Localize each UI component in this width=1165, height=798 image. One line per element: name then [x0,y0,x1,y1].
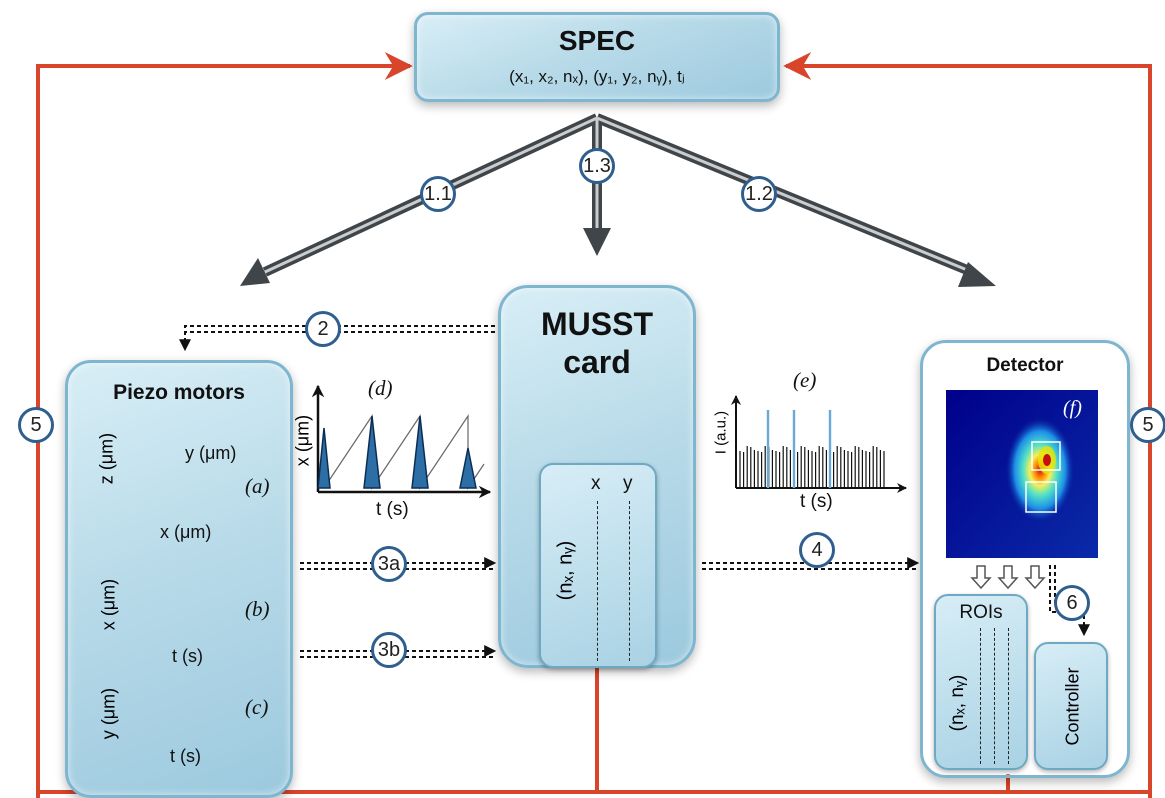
plot-c-x-label: t (s) [170,746,201,766]
musst-counter-box: x y (nₓ, nᵧ) [539,463,657,668]
plot-d-peak-4 [459,447,477,489]
roi-down-arrows [970,565,1046,590]
plot-d-y-label: x (μm) [292,414,313,467]
plot-c-tag: (c) [245,695,269,719]
musst-title-line1: MUSST [541,306,653,342]
step-1-2: 1.2 [741,176,777,212]
plot-b-tag: (b) [245,597,270,621]
step-2: 2 [305,311,341,347]
spec-params: (x₁, x₂, nₓ), (y₁, y₂, nᵧ), tⱼ [509,67,685,86]
musst-col-y-dash [629,501,630,661]
piezo-motors-box: Piezo motors [65,360,293,798]
spec-title: SPEC [558,25,636,56]
plot-d-peak-3 [411,415,429,489]
controller-box: Controller [1034,642,1108,770]
plot-d-sawtooth [323,414,485,490]
musst-col-x: x [591,473,601,494]
plot-b-x-label: t (s) [172,646,203,666]
plot-d [311,384,492,499]
step-1-3: 1.3 [579,148,615,184]
plot-e-y-label: I (a.u.) [712,410,730,455]
musst-counts: (nₓ, nᵧ) [554,540,577,601]
arrow-head-1-1 [240,258,270,286]
musst-title-line2: card [563,344,631,380]
arrow-head-1-2 [958,262,996,287]
step-4: 4 [799,532,835,568]
plot-d-peak-1 [317,427,331,489]
plot-a-x-label: x (μm) [160,522,212,542]
step-6: 6 [1054,585,1090,621]
step-3a: 3a [371,546,407,582]
musst-card-box: MUSST card x y (nₓ, nᵧ) [498,285,696,668]
spec-arrows [240,113,996,287]
plot-d-peak-2 [363,415,381,489]
plot-a-z-label: z (μm) [96,432,117,485]
step-3b: 3b [371,632,407,668]
step-5-left: 5 [18,407,54,443]
plot-d-tag: (d) [368,376,393,400]
rois-dash-2 [994,628,995,764]
rois-dash-1 [980,628,981,764]
feedback-line-right [783,52,1152,798]
detector-image [946,390,1098,558]
plot-e-highlight-spikes [766,410,832,488]
plot-a-tag: (a) [245,474,270,498]
plot-c-y-label: y (μm) [98,687,119,740]
detector-title: Detector [986,355,1064,376]
step-5-right: 5 [1130,407,1165,443]
plot-b-y-label: x (μm) [98,578,119,631]
piezo-title: Piezo motors [113,381,245,404]
plot-e-x-label: t (s) [800,491,833,512]
plot-d-x-label: t (s) [376,499,409,520]
musst-col-y: y [623,473,633,494]
plot-e-spikes [739,446,885,488]
arrow-head-1-3 [583,228,611,256]
spec-box: SPEC (x₁, x₂, nₓ), (y₁, y₂, nᵧ), tⱼ [414,12,780,102]
roi-box-1 [1031,441,1061,471]
rois-dash-3 [1008,628,1009,764]
plot-e-tag: (e) [793,368,817,392]
musst-col-x-dash [597,501,598,661]
rois-title: ROIs [959,602,1003,623]
rois-counts: (nₓ, nᵧ) [947,674,968,732]
plot-a-y-label: y (μm) [185,443,237,463]
plot-e [731,395,907,493]
step-1-1: 1.1 [420,176,456,212]
roi-box-2 [1025,481,1057,513]
detector-image-tag: (f) [1063,397,1082,419]
controller-label: Controller [1062,667,1083,746]
feedback-line-left [36,52,413,798]
rois-box: ROIs (nₓ, nᵧ) [934,594,1028,770]
